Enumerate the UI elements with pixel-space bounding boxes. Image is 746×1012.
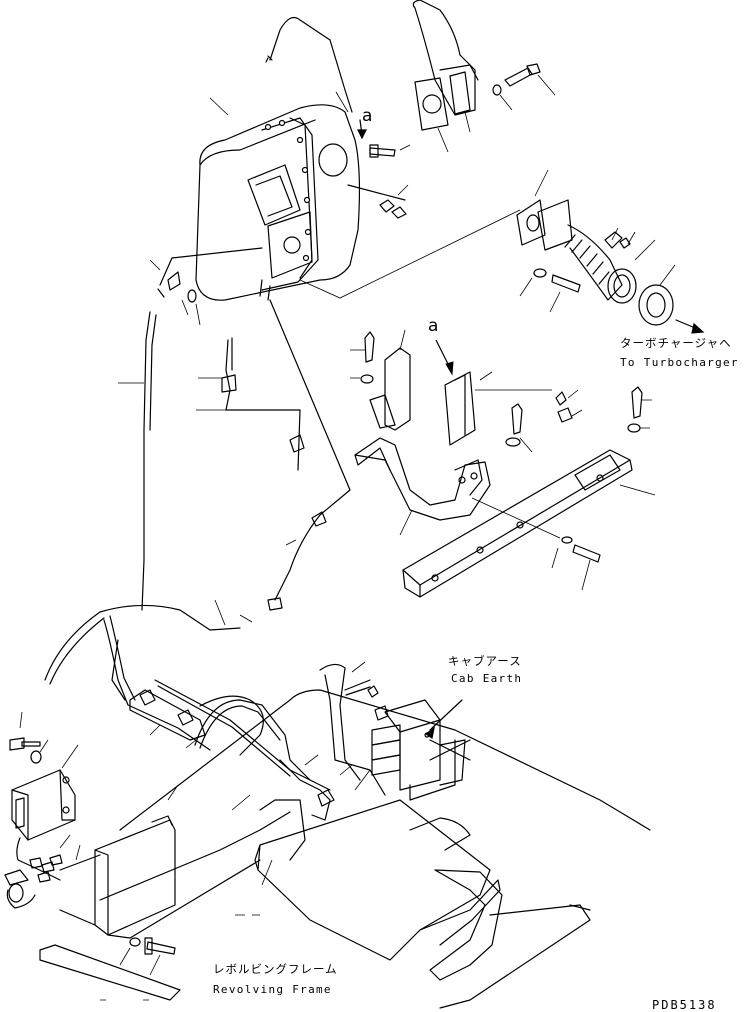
exhaust-stack [412, 0, 479, 153]
terminal-block [371, 699, 466, 801]
ref-mark-a-top: a [362, 106, 373, 126]
ref-arrow-a-top [357, 119, 367, 140]
revolving-frame [39, 689, 651, 1009]
turbo-label-jp: ターボチャージャヘ [620, 336, 732, 350]
cab-earth-label-jp: キャブアース [448, 654, 522, 668]
support-bracket [354, 437, 491, 536]
ref-mark-a-mid: a [428, 316, 439, 336]
turbo-label-en: To Turbocharger [620, 356, 739, 369]
leader-line [299, 209, 521, 299]
muffler [195, 91, 361, 301]
cab-earth-label-en: Cab Earth [451, 672, 523, 685]
heat-pipe [265, 17, 353, 113]
controller-box [4, 711, 81, 909]
base-bracket [59, 784, 261, 976]
muffler-brackets [350, 329, 652, 453]
flex-pipe [516, 169, 705, 334]
stack-bolt [492, 63, 556, 111]
frame-label-en: Revolving Frame [213, 983, 332, 996]
muffler-clamp-hardware [347, 144, 411, 219]
channel-rail [402, 449, 656, 598]
wiring-harness [44, 599, 386, 886]
drawing-code: PDB5138 [652, 998, 717, 1012]
frame-label-jp: レボルビングフレーム [213, 962, 338, 976]
sensor-tubes [118, 247, 351, 611]
